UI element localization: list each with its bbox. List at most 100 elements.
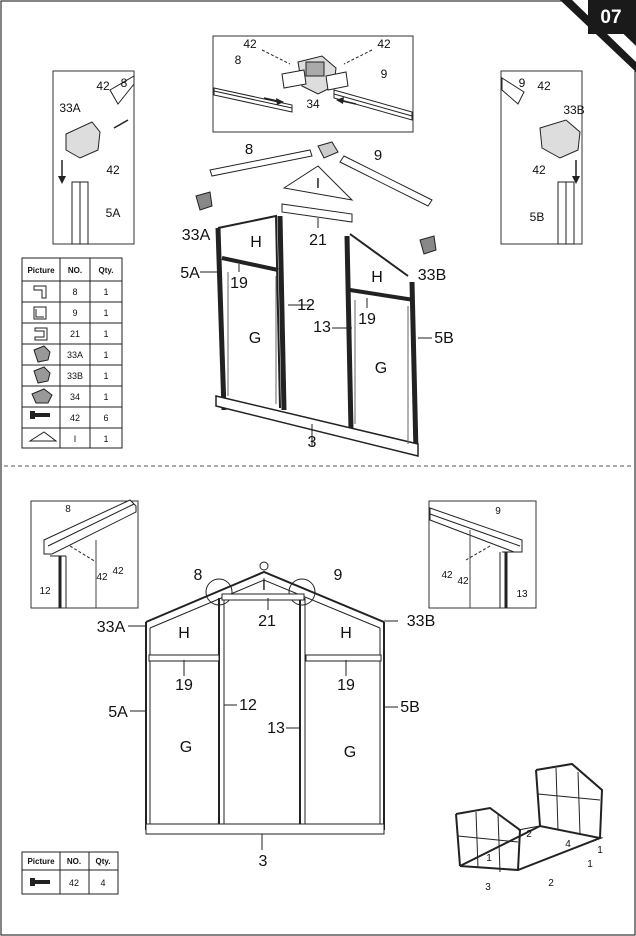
table-cell-no: 42	[70, 413, 80, 423]
label-19: 19	[230, 275, 248, 292]
table-cell-no: 34	[70, 392, 80, 402]
bolt-icon	[30, 411, 50, 419]
channel-icon	[34, 327, 48, 341]
bolt-icon	[30, 878, 50, 886]
table-cell-no: 9	[72, 308, 77, 318]
label-2: 2	[526, 829, 532, 840]
label-8: 8	[121, 76, 128, 90]
label-8: 8	[65, 504, 71, 515]
detail-ridge-right: 9 42 42 13	[428, 500, 537, 609]
label-33a: 33A	[182, 227, 211, 244]
label-i: I	[316, 175, 320, 192]
table-header-qty: Qty.	[99, 266, 114, 275]
label-34: 34	[306, 97, 320, 111]
table-cell-qty: 1	[103, 350, 108, 360]
table-cell-qty: 1	[103, 371, 108, 381]
table-header-picture: Picture	[27, 857, 55, 866]
label-4: 4	[565, 839, 571, 850]
table-cell-no: 21	[70, 329, 80, 339]
label-9: 9	[374, 147, 382, 164]
label-5a: 5A	[106, 206, 121, 220]
label-42: 42	[96, 572, 108, 583]
label-42: 42	[377, 37, 391, 51]
label-8: 8	[235, 53, 242, 67]
label-1: 1	[486, 853, 492, 864]
table-header-picture: Picture	[27, 266, 55, 275]
table-cell-qty: 1	[103, 392, 108, 402]
label-33a: 33A	[59, 101, 80, 115]
label-5b: 5B	[434, 330, 454, 347]
table-header-qty: Qty.	[96, 857, 111, 866]
table-cell-no: 8	[72, 287, 77, 297]
label-3: 3	[485, 882, 491, 893]
label-2: 2	[548, 878, 554, 889]
table-cell-no: 33A	[67, 350, 83, 360]
label-19: 19	[175, 677, 193, 694]
table-cell-qty: 1	[103, 287, 108, 297]
label-42: 42	[96, 79, 110, 93]
connector-icon	[33, 366, 51, 384]
table-cell-qty: 1	[103, 308, 108, 318]
top-assembly: 8 9 I 33A 21 H 33B H 5A 19 12 13 5B 19 G…	[180, 141, 454, 457]
label-12: 12	[297, 297, 315, 314]
label-21: 21	[309, 232, 327, 249]
label-33b: 33B	[418, 267, 446, 284]
parts-table-top: Picture NO. Qty. 8 1 9 1 21 1 33A 1 33B …	[21, 257, 123, 449]
label-42: 42	[537, 79, 551, 93]
table-cell-qty: 1	[103, 329, 108, 339]
table-header-no: NO.	[68, 266, 82, 275]
label-42: 42	[441, 570, 453, 581]
corner-bracket-icon	[33, 285, 47, 299]
label-1: 1	[587, 859, 593, 870]
label-g: G	[344, 744, 356, 761]
label-g: G	[375, 360, 387, 377]
label-g: G	[180, 739, 192, 756]
label-h: H	[178, 625, 190, 642]
table-cell-no: 33B	[67, 371, 83, 381]
label-19: 19	[358, 311, 376, 328]
label-21: 21	[258, 613, 276, 630]
table-cell-qty: 4	[100, 878, 105, 888]
parts-table-bottom: Picture NO. Qty. 42 4	[21, 851, 119, 895]
label-h: H	[371, 269, 383, 286]
label-8: 8	[245, 141, 253, 158]
label-h: H	[340, 625, 352, 642]
label-12: 12	[39, 586, 51, 597]
triangle-icon	[28, 431, 58, 442]
label-1: 1	[597, 845, 603, 856]
detail-ridge-left: 8 42 42 12	[30, 499, 139, 609]
detail-ridge-connector: 42 42 8 9 34	[212, 35, 414, 133]
label-5a: 5A	[180, 265, 200, 282]
label-33a: 33A	[97, 619, 126, 636]
table-cell-no: 42	[69, 878, 79, 888]
label-42: 42	[243, 37, 257, 51]
label-9: 9	[519, 76, 526, 90]
connector-icon	[33, 345, 51, 363]
detail-left-corner: 42 8 33A 42 5A	[52, 70, 135, 245]
detail-right-corner: 9 42 33B 42 5B	[500, 70, 585, 245]
label-42: 42	[532, 163, 546, 177]
label-13: 13	[516, 589, 528, 600]
label-9: 9	[495, 506, 501, 517]
page-number-badge: 07	[560, 0, 636, 72]
isometric-overview: 2 1 4 1 3 2 1	[455, 762, 604, 893]
bottom-assembly: 8 9 I 33A 21 33B H H 19 19 5A 12 13 5B G…	[97, 561, 435, 870]
label-33b: 33B	[407, 613, 435, 630]
table-cell-no: I	[74, 434, 77, 444]
label-9: 9	[334, 567, 343, 584]
page-number: 07	[600, 7, 621, 28]
label-h: H	[250, 234, 262, 251]
label-g: G	[249, 330, 261, 347]
label-12: 12	[239, 697, 257, 714]
label-5b: 5B	[400, 699, 420, 716]
label-13: 13	[267, 720, 285, 737]
label-9: 9	[381, 67, 388, 81]
label-3: 3	[308, 434, 317, 451]
label-42: 42	[457, 576, 469, 587]
label-19: 19	[337, 677, 355, 694]
label-13: 13	[313, 319, 331, 336]
table-cell-qty: 6	[103, 413, 108, 423]
